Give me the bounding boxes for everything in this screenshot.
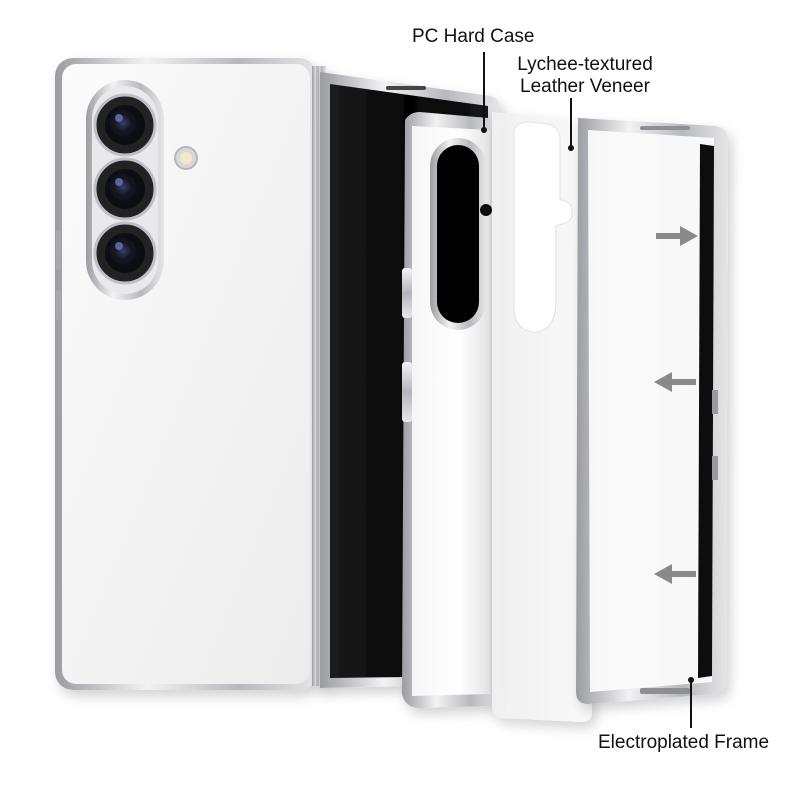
arrow-left-icon (654, 564, 696, 584)
case-side-button (402, 362, 412, 422)
direction-arrows (654, 226, 698, 584)
frame-inner-panel (588, 130, 714, 692)
arrow-right-icon (656, 226, 698, 246)
electroplated-frame-label: Electroplated Frame (598, 732, 770, 753)
leather-veneer-label-line1: Lychee-textured (517, 54, 653, 75)
assembled-phone (55, 58, 326, 690)
veneer-camera-cutout (513, 121, 573, 333)
arrow-left-icon (654, 372, 696, 392)
electroplated-frame (576, 118, 728, 704)
camera-module (86, 80, 198, 300)
pc-hard-case-label: PC Hard Case (412, 26, 535, 47)
leather-veneer (492, 112, 592, 722)
camera-cutout (437, 145, 479, 323)
leather-veneer-label-line2: Leather Veneer (520, 76, 650, 97)
pc-hard-case (402, 112, 500, 708)
case-side-button (402, 268, 412, 318)
callout-leaders (481, 52, 694, 728)
